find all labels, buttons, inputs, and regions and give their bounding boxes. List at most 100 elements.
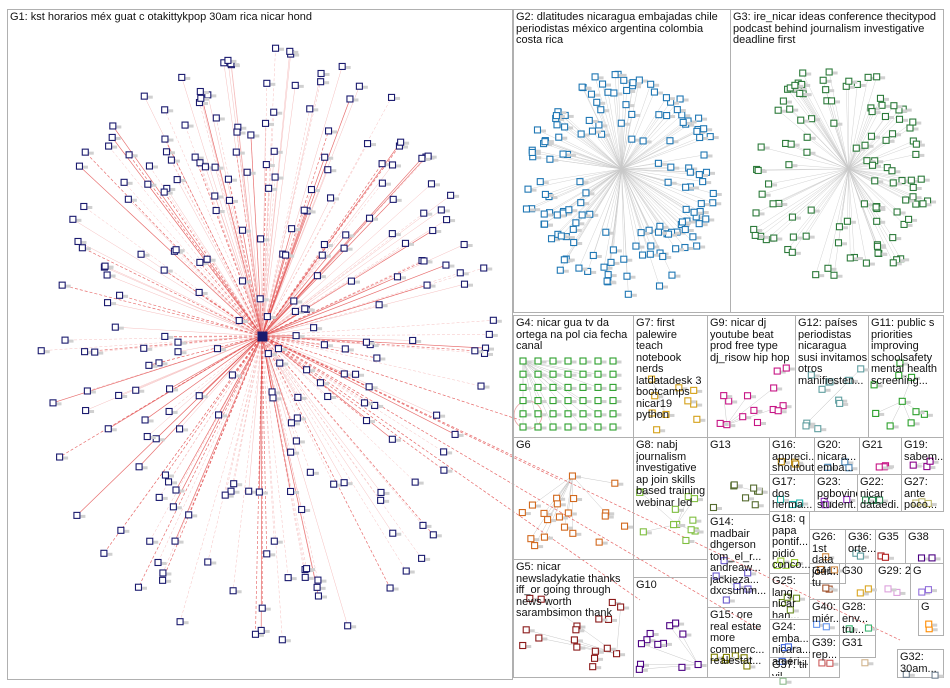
node-shadow (140, 253, 150, 257)
node-g1 (164, 478, 173, 486)
node-shadow (693, 389, 703, 393)
node-g3 (799, 69, 807, 77)
node-shadow (610, 261, 620, 265)
node-shadow (625, 104, 635, 108)
node-g4 (564, 410, 572, 418)
node-shadow (556, 124, 566, 128)
node-g3 (890, 102, 898, 110)
node-shadow (781, 602, 791, 606)
node-g40 (822, 623, 830, 631)
node-g2 (607, 258, 615, 266)
node-shadow (271, 391, 281, 395)
group-frame-g5 (513, 559, 634, 678)
node-shadow (810, 374, 820, 378)
node-shadow (358, 85, 368, 89)
group-frame-g19 (901, 437, 944, 475)
node-g1 (108, 133, 116, 141)
node-shadow (908, 218, 918, 222)
edge (532, 149, 622, 170)
edge (157, 335, 263, 563)
hub-node (257, 331, 268, 342)
node-g12 (836, 399, 844, 407)
node-g2 (576, 178, 584, 186)
node-shadow (760, 235, 770, 239)
edge (726, 387, 774, 425)
node-shadow (600, 109, 610, 113)
node-shadow (838, 226, 848, 230)
edge (805, 168, 849, 237)
node-g5 (535, 634, 543, 642)
node-g10 (643, 636, 651, 644)
edge (848, 143, 917, 170)
node-shadow (549, 212, 559, 216)
edge (581, 168, 622, 216)
node-g1 (310, 324, 318, 332)
edge (207, 94, 263, 337)
node-g12 (857, 365, 865, 373)
node-shadow (422, 524, 432, 528)
node-shadow (272, 397, 282, 401)
edge (621, 122, 684, 170)
node-g1 (109, 122, 117, 130)
edge (621, 168, 691, 188)
edge (194, 156, 263, 337)
node-g1 (313, 583, 321, 591)
node-shadow (657, 231, 667, 235)
node-shadow (525, 208, 535, 212)
node-shadow (896, 259, 906, 263)
node-g23 (821, 501, 829, 509)
node-shadow (582, 360, 592, 364)
node-shadow (665, 97, 675, 101)
node-g1 (324, 392, 332, 401)
edge (848, 168, 855, 258)
edge (228, 179, 263, 337)
node-g9 (743, 392, 752, 400)
edge (261, 233, 393, 337)
node-g22 (861, 496, 870, 504)
node-g2 (593, 98, 601, 106)
node-shadow (679, 98, 689, 102)
node-g3 (893, 208, 901, 216)
node-g11 (907, 419, 915, 427)
node-shadow (575, 222, 585, 226)
node-g29 (884, 585, 892, 593)
node-shadow (127, 198, 137, 202)
node-g3 (909, 118, 917, 126)
node-g14 (720, 557, 728, 565)
edge (261, 335, 416, 483)
node-g1 (81, 148, 89, 156)
edge (753, 168, 849, 230)
node-g17 (776, 495, 785, 504)
node-shadow (712, 507, 722, 511)
node-shadow (216, 348, 226, 352)
node-g1 (116, 291, 124, 299)
node-shadow (773, 237, 783, 241)
node-shadow (912, 121, 922, 125)
edge (261, 212, 424, 337)
node-g8 (639, 528, 647, 536)
edge (522, 360, 584, 401)
edge (639, 491, 677, 525)
edge (261, 284, 428, 337)
node-g1 (314, 592, 322, 600)
edge (261, 151, 275, 337)
node-shadow (875, 206, 885, 210)
edge (785, 143, 849, 170)
node-shadow (885, 139, 895, 143)
edge (159, 335, 263, 498)
node-shadow (802, 72, 812, 76)
node-shadow (806, 136, 816, 140)
node-g4 (594, 410, 602, 418)
edge (561, 168, 622, 237)
node-g7 (653, 426, 661, 434)
node-g1 (389, 529, 397, 537)
edge (250, 134, 263, 337)
node-shadow (463, 283, 473, 287)
node-g1 (169, 503, 177, 511)
node-shadow (687, 120, 697, 124)
edge (848, 76, 877, 170)
node-g3 (861, 141, 869, 149)
node-shadow (725, 656, 735, 660)
node-g2 (706, 133, 714, 141)
node-g2 (557, 232, 565, 240)
